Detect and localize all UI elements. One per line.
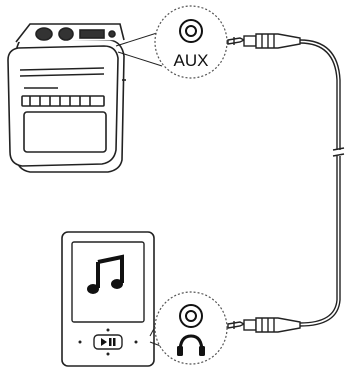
music-player bbox=[61, 231, 155, 367]
speaker-amplifier bbox=[7, 23, 126, 173]
aux-bubble: AUX bbox=[154, 5, 228, 79]
aux-label: AUX bbox=[174, 51, 209, 70]
audio-cable bbox=[299, 39, 345, 327]
headphone-jack-icon bbox=[179, 304, 203, 328]
headphones-icon bbox=[177, 334, 205, 356]
music-note-icon bbox=[87, 254, 124, 294]
headphone-bubble bbox=[154, 291, 228, 365]
aux-callout-lines bbox=[115, 31, 163, 67]
play-pause-icon bbox=[101, 338, 116, 346]
bottom-audio-plug bbox=[227, 317, 301, 333]
aux-jack-icon bbox=[179, 19, 203, 43]
play-pause-button bbox=[93, 334, 123, 350]
top-audio-plug bbox=[227, 33, 301, 49]
